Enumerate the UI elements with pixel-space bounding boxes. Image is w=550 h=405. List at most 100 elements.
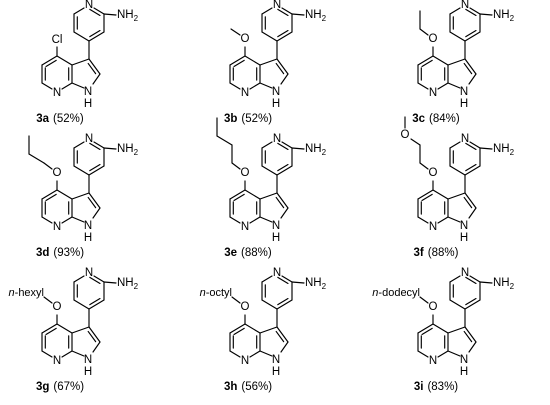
amino-group: NH2 xyxy=(305,9,327,23)
bond-c2-n1 xyxy=(280,207,289,219)
atom-n7: N xyxy=(53,221,61,233)
compound-caption: 3f(88%) xyxy=(414,247,459,259)
atom-pyridine-n: N xyxy=(85,133,93,145)
atom-cl: Cl xyxy=(52,34,63,46)
amino-group: NH2 xyxy=(305,143,327,157)
atom-n7: N xyxy=(429,87,437,99)
bond-n7-c6 xyxy=(229,350,241,358)
atom-pyridine-n: N xyxy=(273,267,281,279)
bond-c4-c3a xyxy=(56,323,73,334)
atom-pyridine-n: N xyxy=(273,133,281,145)
bond-c-nh2 xyxy=(291,147,305,150)
compound-caption: 3b(52%) xyxy=(224,113,272,125)
bond-o-c1 xyxy=(231,162,241,170)
bond-c3-c2 xyxy=(276,192,289,209)
atom-n1: N xyxy=(460,86,468,98)
bond-c5-c4 xyxy=(417,55,434,66)
bond-c3-c2 xyxy=(88,326,101,343)
compound-yield: (88%) xyxy=(241,247,272,259)
bond-py6 xyxy=(88,299,105,310)
bond-c2-n1 xyxy=(280,341,289,353)
bond-c3-c2 xyxy=(276,58,289,75)
amino-group: NH2 xyxy=(117,277,139,291)
bond-o-c1 xyxy=(43,162,53,170)
compound-yield: (84%) xyxy=(429,113,460,125)
double-bond-c5-c4 xyxy=(233,59,245,68)
atom-n1: N xyxy=(84,220,92,232)
atom-n7: N xyxy=(241,221,249,233)
atom-h1: H xyxy=(460,366,468,378)
compound-id: 3a xyxy=(36,113,49,125)
bond-n1-c7a xyxy=(447,216,461,223)
atom-h1: H xyxy=(272,232,280,244)
compound-yield: (56%) xyxy=(241,381,272,393)
bond-n1-c7a xyxy=(447,82,461,89)
atom-n1: N xyxy=(84,86,92,98)
bond-c3-c2 xyxy=(88,58,101,75)
atom-o: O xyxy=(429,33,438,45)
bond-o-alkyl xyxy=(43,296,53,304)
atom-pyridine-n: N xyxy=(85,267,93,279)
atom-pyridine-n: N xyxy=(461,267,469,279)
double-bond-py6 xyxy=(277,163,289,172)
amino-group: NH2 xyxy=(493,9,515,23)
atom-ether-o: O xyxy=(401,129,410,141)
atom-n1: N xyxy=(272,354,280,366)
compound-id: 3g xyxy=(36,381,49,393)
atom-o: O xyxy=(429,167,438,179)
bond-c-nh2 xyxy=(479,147,493,150)
bond-c4-c3a xyxy=(432,189,449,200)
bond-py4 xyxy=(281,275,293,283)
bond-o-alkyl xyxy=(231,296,241,304)
atom-h1: H xyxy=(460,98,468,110)
bond-py4 xyxy=(469,141,481,149)
atom-h1: H xyxy=(460,232,468,244)
atom-h1: H xyxy=(84,366,92,378)
bond-py4 xyxy=(281,7,293,15)
alkyl-name: -hexyl xyxy=(15,287,44,299)
double-bond-c3-c2 xyxy=(87,196,97,209)
compound-caption: 3e(88%) xyxy=(224,247,272,259)
amino-subscript: 2 xyxy=(510,148,515,157)
atom-o: O xyxy=(241,301,250,313)
amino-subscript: 2 xyxy=(510,282,515,291)
bond-c3-c2 xyxy=(464,192,477,209)
atom-n7: N xyxy=(241,87,249,99)
bond-py1 xyxy=(261,31,278,42)
bond-c7a-n7 xyxy=(61,216,73,224)
bond-py6 xyxy=(88,165,105,176)
bond-c5-c4 xyxy=(41,189,58,200)
bond-n7-c6 xyxy=(229,216,241,224)
bond-c3a-c3 xyxy=(447,58,466,66)
double-bond-c5-c4 xyxy=(45,59,57,68)
compound-id: 3i xyxy=(414,381,424,393)
double-bond-py6 xyxy=(89,163,101,172)
bond-c7a-n7 xyxy=(249,350,261,358)
bond-n7-c6 xyxy=(417,350,429,358)
bond-c2-n1 xyxy=(92,207,101,219)
atom-n1: N xyxy=(84,354,92,366)
bond-py3 xyxy=(449,7,461,15)
bond-o-ch2 xyxy=(419,28,429,36)
bond-c3-c2 xyxy=(276,326,289,343)
compound-caption: 3a (52%) xyxy=(36,113,84,125)
bond-c5-c4 xyxy=(41,323,58,334)
bond-n7-c6 xyxy=(41,350,53,358)
bond-c3a-c3 xyxy=(447,326,466,334)
double-bond-py6 xyxy=(465,29,477,38)
bond-o-alkyl xyxy=(419,296,429,304)
bond-n1-c7a xyxy=(259,216,273,223)
double-bond-py4 xyxy=(277,276,289,285)
bond-py3 xyxy=(449,141,461,149)
compound-yield: (52%) xyxy=(53,113,84,125)
bond-c3a-c3 xyxy=(71,192,90,200)
bond-c3a-c3 xyxy=(259,58,278,66)
double-bond-py6 xyxy=(277,297,289,306)
bond-c-nh2 xyxy=(103,13,117,16)
bond-c5-c4 xyxy=(417,189,434,200)
bond-c2-n1 xyxy=(468,73,477,85)
